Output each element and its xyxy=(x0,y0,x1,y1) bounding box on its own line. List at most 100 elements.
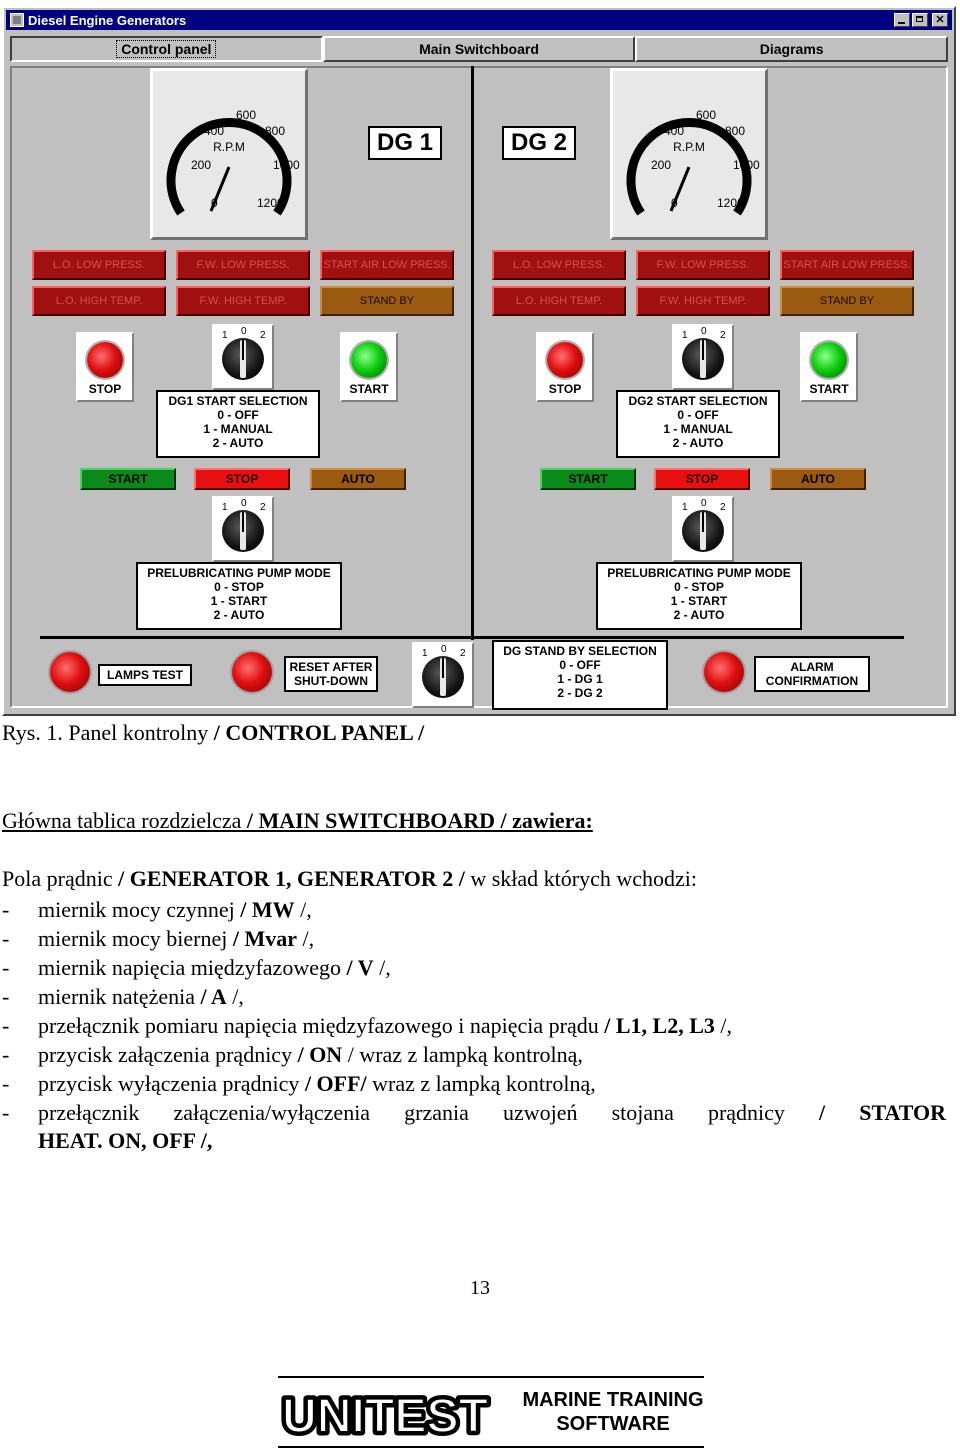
tab-label: Control panel xyxy=(116,40,217,58)
legend-line: PRELUBRICATING PUMP MODE xyxy=(147,566,331,580)
item-bold: / A xyxy=(194,984,227,1009)
dg2-mode-auto-lamp: AUTO xyxy=(770,468,866,490)
list-item: miernik napięcia międzyfazowego / V /, xyxy=(2,953,946,982)
heading-text: Główna tablica rozdzielcza xyxy=(2,808,242,833)
gauge-tick: 400 xyxy=(664,124,684,138)
list-item: przełącznik pomiaru napięcia międzyfazow… xyxy=(2,1011,946,1040)
knob-position: 2 xyxy=(460,648,466,659)
tab-control-panel[interactable]: Control panel xyxy=(10,36,323,62)
title-bar[interactable]: Diesel Engine Generators ✕ xyxy=(6,10,952,30)
dg1-prelub-selector-knob[interactable]: 1 0 2 xyxy=(212,496,274,562)
tab-label: Diagrams xyxy=(759,41,824,57)
label-line: SHUT-DOWN xyxy=(294,674,368,688)
tab-bar: Control panel Main Switchboard Diagrams xyxy=(10,36,949,62)
dg1-mode-stop-lamp: STOP xyxy=(194,468,290,490)
legend-line: 0 - OFF xyxy=(677,408,719,422)
dg1-alarm-lo-low-press: L.O. LOW PRESS. xyxy=(32,250,166,280)
knob-dial-icon xyxy=(222,510,264,552)
knob-position: 2 xyxy=(260,330,266,341)
legend-line: 1 - START xyxy=(670,594,728,608)
item-bold: / ON xyxy=(292,1042,343,1067)
item-text: miernik natężenia xyxy=(38,984,195,1009)
gauge-tick: 1000 xyxy=(733,158,760,172)
rpm-gauge-face: 0 200 400 600 800 1000 1200 R.P.M xyxy=(166,108,300,216)
mts-line: MARINE TRAINING xyxy=(522,1389,704,1411)
dg2-alarm-lo-high-temp: L.O. HIGH TEMP. xyxy=(492,286,626,316)
intro-text: Pola prądnic xyxy=(2,866,113,891)
dg1-start-selector-knob[interactable]: 1 0 2 xyxy=(212,324,274,390)
legend-line: 1 - DG 1 xyxy=(557,672,603,686)
gauge-tick: 200 xyxy=(191,158,211,172)
intro-paragraph: Pola prądnic / GENERATOR 1, GENERATOR 2 … xyxy=(2,866,697,892)
dg2-prelub-legend: PRELUBRICATING PUMP MODE 0 - STOP 1 - ST… xyxy=(596,562,802,630)
item-text-end: /, xyxy=(226,984,244,1009)
footer-rule-bottom xyxy=(278,1446,704,1448)
caption-bold-text: / CONTROL PANEL / xyxy=(208,720,425,745)
knob-position: 2 xyxy=(720,330,726,341)
list-item: miernik mocy czynnej / MW /, xyxy=(2,895,946,924)
legend-line: PRELUBRICATING PUMP MODE xyxy=(607,566,791,580)
legend-line: 2 - AUTO xyxy=(213,608,265,622)
dg1-alarm-lo-high-temp: L.O. HIGH TEMP. xyxy=(32,286,166,316)
label-line: RESET AFTER xyxy=(289,660,373,674)
rpm-gauge-face: 0 200 400 600 800 1000 1200 R.P.M xyxy=(626,108,760,216)
legend-line: 1 - MANUAL xyxy=(203,422,273,436)
button-caption: START xyxy=(349,382,389,396)
dg1-rpm-gauge: 0 200 400 600 800 1000 1200 R.P.M xyxy=(150,68,308,240)
start-lamp xyxy=(811,342,847,378)
legend-line: 0 - STOP xyxy=(674,580,724,594)
minimize-icon[interactable] xyxy=(894,13,910,27)
intro-text-end: w skład których wchodzi: xyxy=(464,866,698,891)
legend-line: 0 - OFF xyxy=(559,658,601,672)
lamps-test-button[interactable] xyxy=(50,652,90,692)
tab-main-switchboard[interactable]: Main Switchboard xyxy=(322,36,636,62)
dg2-start-button[interactable]: START xyxy=(800,332,858,402)
dg2-start-selector-knob[interactable]: 1 0 2 xyxy=(672,324,734,390)
dg1-mode-auto-lamp: AUTO xyxy=(310,468,406,490)
maximize-icon[interactable] xyxy=(912,13,928,27)
standby-selector-knob[interactable]: 1 0 2 xyxy=(412,642,474,708)
unitest-logo-icon: UNITEST UNITEST xyxy=(279,1387,492,1447)
marine-training-software: MARINE TRAINING SOFTWARE xyxy=(514,1388,712,1436)
item-bold: / MW xyxy=(234,897,295,922)
intro-bold-text: / GENERATOR 1, GENERATOR 2 / xyxy=(112,866,465,891)
item-bold: / L1, L2, L3 xyxy=(598,1013,715,1038)
dg2-stop-button[interactable]: STOP xyxy=(536,332,594,402)
dg1-start-button[interactable]: START xyxy=(340,332,398,402)
standby-selection-legend: DG STAND BY SELECTION 0 - OFF 1 - DG 1 2… xyxy=(492,640,668,710)
footer-rule-top xyxy=(278,1376,704,1378)
lamps-test-label: LAMPS TEST xyxy=(98,664,192,686)
dg2-prelub-selector-knob[interactable]: 1 0 2 xyxy=(672,496,734,562)
legend-line: 2 - AUTO xyxy=(672,436,724,450)
dg1-alarm-fw-high-temp: F.W. HIGH TEMP. xyxy=(176,286,310,316)
alarm-confirmation-button[interactable] xyxy=(704,652,744,692)
list-continuation: HEAT. ON, OFF /, xyxy=(38,1128,213,1153)
gauge-tick: 800 xyxy=(725,124,745,138)
caption-text: Rys. 1. Panel kontrolny xyxy=(2,720,209,745)
item-text-end: /, xyxy=(714,1013,732,1038)
knob-position: 1 xyxy=(422,648,428,659)
reset-after-shutdown-button[interactable] xyxy=(232,652,272,692)
generator-divider xyxy=(471,66,474,640)
logo-text: UNITEST xyxy=(282,1390,488,1440)
dg2-standby-lamp: STAND BY xyxy=(780,286,914,316)
dg2-alarm-start-air-low-press: START AIR LOW PRESS. xyxy=(780,250,914,280)
knob-position: 0 xyxy=(241,326,247,337)
gauge-unit: R.P.M xyxy=(213,140,245,154)
gauge-needle xyxy=(669,166,691,212)
app-icon xyxy=(10,13,24,27)
dg2-alarm-lo-low-press: L.O. LOW PRESS. xyxy=(492,250,626,280)
item-bold: / V xyxy=(340,955,374,980)
gauge-tick: 400 xyxy=(204,124,224,138)
alarm-confirmation-label: ALARM CONFIRMATION xyxy=(754,656,870,692)
close-icon[interactable]: ✕ xyxy=(932,13,948,27)
dg1-prelub-legend: PRELUBRICATING PUMP MODE 0 - STOP 1 - ST… xyxy=(136,562,342,630)
tab-diagrams[interactable]: Diagrams xyxy=(635,36,949,62)
dg1-alarm-fw-low-press: F.W. LOW PRESS. xyxy=(176,250,310,280)
gauge-tick: 1200 xyxy=(257,196,284,210)
gauge-needle xyxy=(209,166,231,212)
dg2-alarm-fw-high-temp: F.W. HIGH TEMP. xyxy=(636,286,770,316)
dg2-mode-start-lamp: START xyxy=(540,468,636,490)
dg1-stop-button[interactable]: STOP xyxy=(76,332,134,402)
legend-line: 0 - STOP xyxy=(214,580,264,594)
